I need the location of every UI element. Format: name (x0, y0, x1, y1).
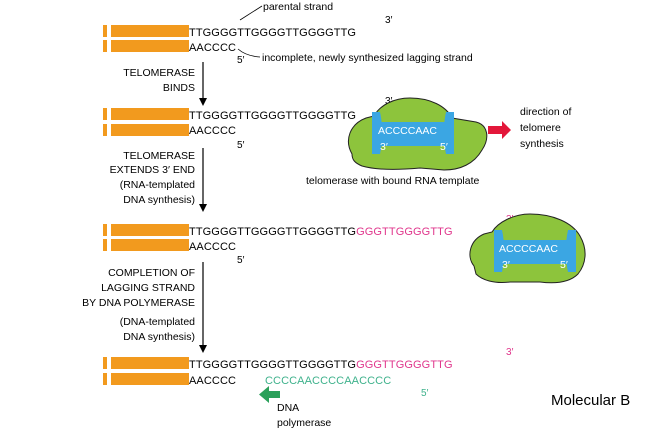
three-prime-label: 3′ (506, 347, 514, 358)
rna-five-prime: 5′ (440, 141, 448, 153)
parental-dna-bar (111, 25, 189, 37)
step-1-label-line: BINDS (163, 82, 195, 94)
state-4: TTGGGGTTGGGGTTGGGGTTGGGGTTGGGGTTG AACCCC… (103, 347, 514, 429)
parental-sequence-part: TTGGGGTTGGGGTTGGGGTTG (189, 359, 356, 371)
dna-bar-stub (103, 25, 107, 37)
lagging-dna-bar (111, 124, 189, 136)
parental-sequence: TTGGGGTTGGGGTTGGGGTTG (189, 110, 356, 122)
three-prime-label: 3′ (385, 15, 393, 26)
parental-dna-bar (111, 108, 189, 120)
dna-bar-stub (103, 40, 107, 52)
lagging-dna-bar (111, 40, 189, 52)
step-2-label-line: (RNA-templated (120, 179, 195, 191)
three-prime-label: 3′ (385, 96, 393, 107)
parental-sequence: TTGGGGTTGGGGTTGGGGTTGGGGTTGGGGTTG (189, 226, 453, 238)
rna-template-sequence: ACCCCAAC (378, 125, 437, 137)
step-1: TELOMERASE BINDS (123, 62, 207, 106)
new-lagging-sequence: CCCCAACCCCAACCCC (265, 375, 391, 387)
direction-label-line: telomere (520, 122, 561, 134)
lagging-sequence: AACCCC (189, 42, 236, 54)
dna-bar-stub (103, 224, 107, 236)
dna-bar-stub (103, 357, 107, 369)
rna-template-body (376, 122, 450, 146)
direction-label-line: synthesis (520, 138, 564, 150)
rna-three-prime: 3′ (380, 141, 388, 153)
five-prime-label: 5′ (237, 255, 245, 266)
five-prime-label: 5′ (237, 55, 245, 66)
leader-line (237, 48, 261, 58)
step-3-label-line: BY DNA POLYMERASE (82, 297, 195, 309)
extension-sequence: GGGTTGGGGTTG (356, 359, 453, 371)
step-1-label-line: TELOMERASE (123, 67, 195, 79)
rna-three-prime: 3′ (502, 259, 510, 271)
five-prime-label: 5′ (421, 388, 429, 399)
step-arrow-head (199, 204, 207, 212)
direction-label-line: direction of (520, 106, 571, 118)
credit-text: Molecular B (551, 392, 631, 409)
state-2: TTGGGGTTGGGGTTGGGGTTG AACCCC 3′ 5′ ACCCC… (103, 96, 571, 187)
lagging-dna-bar (111, 239, 189, 251)
polymerase-label-line: polymerase (277, 417, 331, 429)
dna-bar-stub (103, 124, 107, 136)
lagging-sequence: AACCCC (189, 241, 236, 253)
parental-strand-label: parental strand (263, 1, 333, 13)
step-3: COMPLETION OF LAGGING STRAND BY DNA POLY… (82, 262, 207, 353)
lagging-sequence: AACCCC (189, 375, 236, 387)
incomplete-lagging-label: incomplete, newly synthesized lagging st… (262, 52, 473, 64)
parental-sequence: TTGGGGTTGGGGTTGGGGTTGGGGTTGGGGTTG (189, 359, 453, 371)
state-1: TTGGGGTTGGGGTTGGGGTTG AACCCC 3′ 5′ paren… (103, 1, 473, 66)
step-arrow-head (199, 98, 207, 106)
leader-line (239, 5, 263, 21)
direction-arrow-icon (488, 121, 511, 139)
step-3-label-line: LAGGING STRAND (101, 282, 195, 294)
step-3-label-line: (DNA-templated (120, 316, 195, 328)
step-2-label-line: TELOMERASE (123, 150, 195, 162)
dna-bar-stub (103, 239, 107, 251)
parental-sequence-part: TTGGGGTTGGGGTTGGGGTTG (189, 226, 356, 238)
state-3: TTGGGGTTGGGGTTGGGGTTGGGGTTGGGGTTG AACCCC… (103, 213, 586, 284)
dna-bar-stub (103, 108, 107, 120)
five-prime-label: 5′ (237, 140, 245, 151)
step-2-label-line: DNA synthesis) (123, 194, 195, 206)
step-3-label-line: COMPLETION OF (108, 267, 195, 279)
extension-sequence: GGGTTGGGGTTG (356, 226, 453, 238)
step-2: TELOMERASE EXTENDS 3′ END (RNA-templated… (110, 148, 207, 212)
step-3-label-line: DNA synthesis) (123, 331, 195, 343)
telomerase-template-label: telomerase with bound RNA template (306, 175, 480, 187)
lagging-sequence: AACCCC (189, 125, 236, 137)
step-arrow-head (199, 345, 207, 353)
step-2-label-line: EXTENDS 3′ END (110, 164, 196, 176)
dna-bar-stub (103, 373, 107, 385)
parental-sequence: TTGGGGTTGGGGTTGGGGTTG (189, 27, 356, 39)
rna-template-sequence: ACCCCAAC (499, 243, 558, 255)
rna-template-body (498, 240, 572, 264)
lagging-dna-bar (111, 373, 189, 385)
parental-dna-bar (111, 357, 189, 369)
parental-dna-bar (111, 224, 189, 236)
polymerase-label-line: DNA (277, 402, 299, 414)
polymerase-arrow-icon (259, 386, 280, 403)
rna-five-prime: 5′ (560, 259, 568, 271)
